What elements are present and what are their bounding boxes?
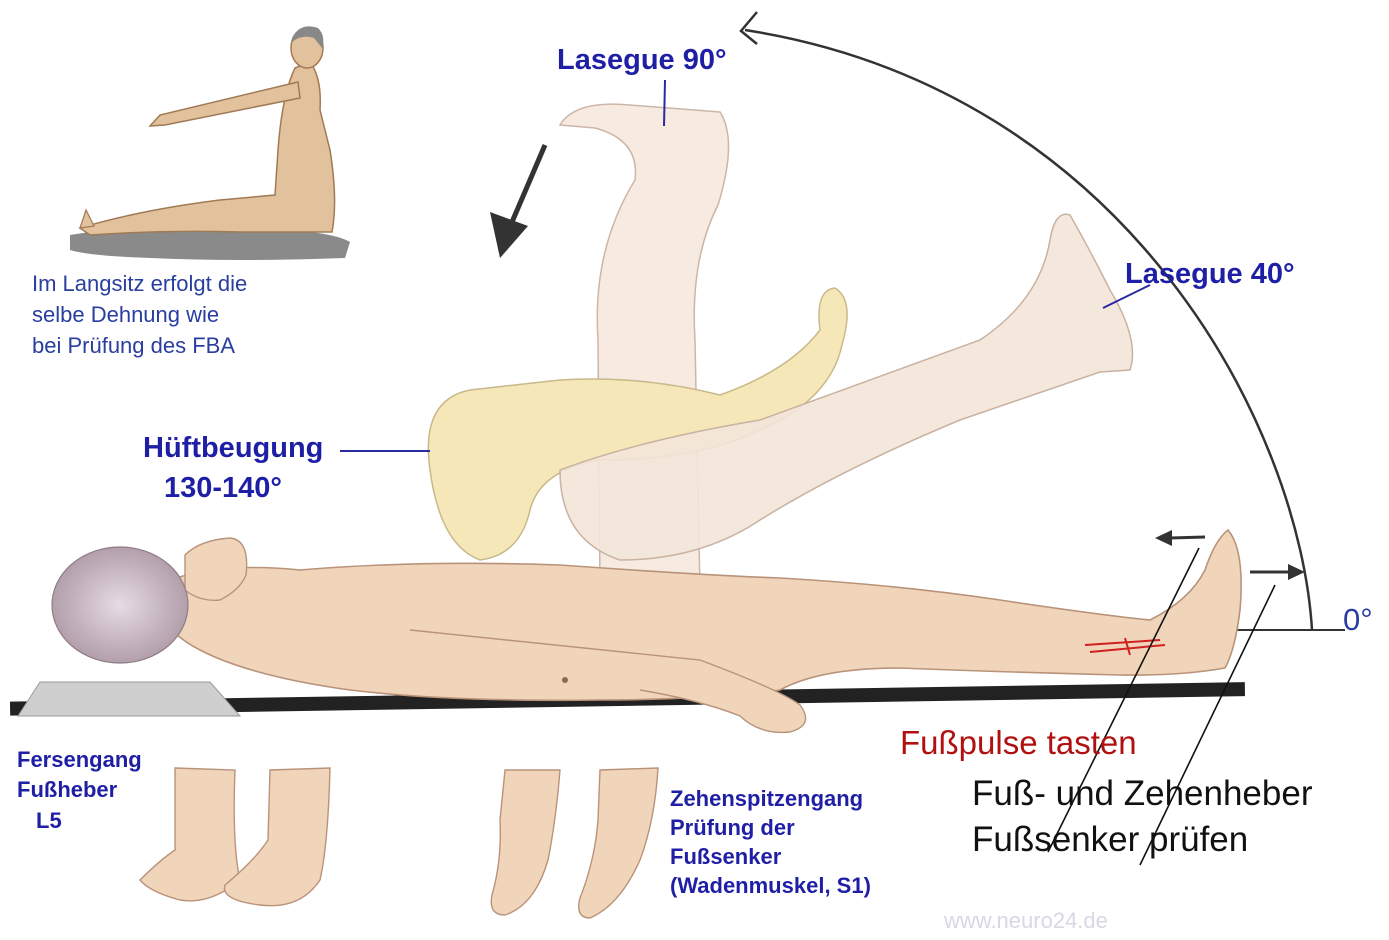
toe-walk-muscle: Fußsenker (670, 844, 781, 869)
pointer-lasegue-90 (664, 80, 665, 126)
label-lasegue-40: Lasegue 40° (1125, 258, 1295, 291)
foot-depressors-label: Fußsenker prüfen (972, 820, 1248, 860)
foot-lifters-label: Fuß- und Zehenheber (972, 774, 1312, 814)
long-sit-note-line2: selbe Dehnung wie (32, 302, 219, 327)
label-lasegue-90: Lasegue 90° (557, 44, 727, 77)
long-sit-figure (70, 26, 350, 260)
foot-pulse-label: Fußpulse tasten (900, 724, 1137, 762)
left-arrow-icon (1155, 530, 1205, 546)
heel-walk-feet (140, 768, 330, 906)
heel-walk-root: L5 (36, 808, 62, 833)
toe-walk-detail: (Wadenmuskel, S1) (670, 873, 871, 898)
watermark: www.neuro24.de (944, 908, 1108, 933)
curved-arrow-icon (741, 12, 757, 44)
patient-hair (52, 547, 188, 663)
label-hip-flexion-range: 130-140° (164, 472, 282, 505)
right-arrow-icon (1250, 564, 1305, 580)
long-sit-note-line3: bei Prüfung des FBA (32, 333, 235, 358)
long-sit-note-line1: Im Langsitz erfolgt die (32, 271, 247, 296)
label-zero-degree: 0° (1343, 602, 1373, 638)
label-hip-flexion: Hüftbeugung (143, 432, 323, 465)
down-arrow-icon (490, 145, 545, 258)
toe-walk-title: Zehenspitzengang (670, 786, 863, 811)
toe-walk-test: Prüfung der (670, 815, 795, 840)
toe-walk-feet (491, 768, 658, 918)
heel-walk-muscle: Fußheber (17, 777, 117, 802)
heel-walk-title: Fersengang (17, 747, 142, 772)
